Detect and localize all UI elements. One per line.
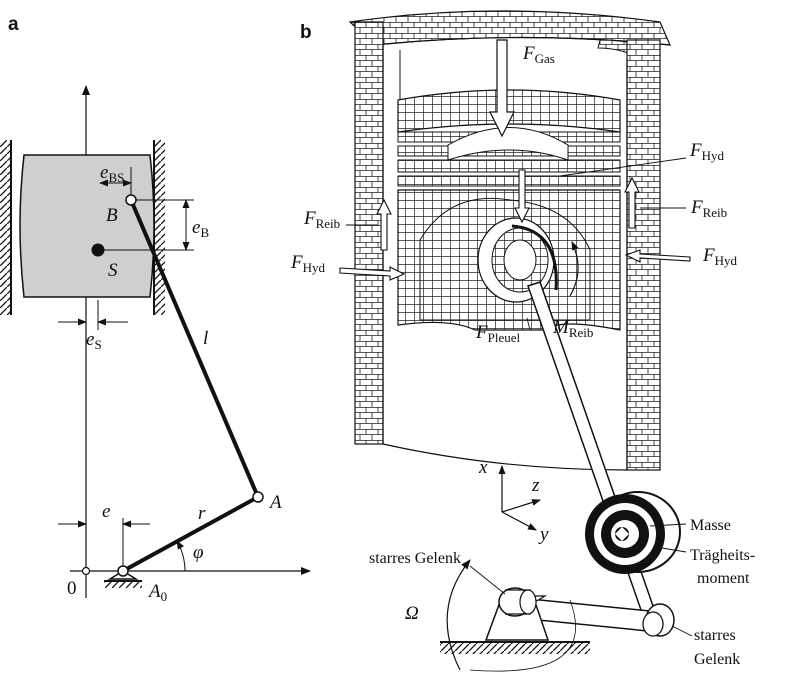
force-arrows	[339, 39, 691, 297]
panel-b: b	[290, 10, 755, 672]
label-traegheit-2: moment	[697, 570, 750, 587]
label-f-reib-left: FReib	[303, 208, 340, 231]
label-r: r	[198, 503, 206, 524]
panel-b-letter: b	[300, 22, 312, 43]
label-e-s: eS	[86, 329, 102, 352]
arrow-f-hyd-top	[514, 169, 530, 224]
label-zero: 0	[67, 578, 77, 599]
arrow-f-reib-right	[624, 176, 640, 229]
rigid-joint-left	[440, 587, 590, 654]
label-f-gas: FGas	[522, 43, 555, 66]
label-starres-gelenk-top: starres Gelenk	[369, 550, 461, 567]
rigid-joint-right	[642, 603, 675, 637]
label-e-b: eB	[192, 217, 209, 240]
panel-a: a eBS eB B S l r A	[0, 14, 311, 604]
fixed-bearing-a0	[104, 565, 142, 588]
leader-lines-2	[469, 523, 693, 637]
label-b: B	[106, 205, 118, 226]
label-f-reib-right: FReib	[690, 197, 727, 220]
angle-phi-arc	[176, 540, 186, 572]
label-starres-gelenk-r2: Gelenk	[694, 651, 740, 668]
label-l: l	[203, 328, 208, 349]
label-e-bs: eBS	[100, 162, 124, 185]
label-f-hyd-left: FHyd	[290, 252, 325, 275]
label-masse: Masse	[690, 517, 731, 534]
label-m-reib: MReib	[552, 317, 593, 340]
flywheel-mass	[585, 491, 681, 574]
panel-a-letter: a	[8, 14, 19, 35]
label-y: y	[538, 524, 549, 545]
label-z: z	[531, 475, 540, 496]
joint-a	[252, 491, 264, 503]
label-starres-gelenk-r1: starres	[694, 627, 736, 644]
arrow-f-gas	[489, 39, 515, 138]
arrow-f-hyd-right	[624, 249, 691, 263]
omega-arc	[446, 559, 471, 671]
label-traegheit-1: Trägheits-	[690, 547, 755, 564]
label-s: S	[108, 260, 118, 281]
label-phi: φ	[193, 542, 204, 563]
label-f-hyd-right: FHyd	[702, 245, 737, 268]
omega-circle	[469, 599, 576, 672]
piston-cutaway	[397, 89, 621, 331]
label-omega: Ω	[405, 603, 419, 624]
label-f-hyd-top: FHyd	[689, 140, 724, 163]
label-e: e	[102, 501, 110, 522]
arrow-f-hyd-left	[339, 266, 406, 281]
center-of-mass-s	[91, 243, 105, 257]
arrow-m-reib	[569, 241, 579, 297]
label-f-pleuel: FPleuel	[475, 322, 520, 345]
connecting-rod	[129, 199, 260, 498]
joint-b	[125, 194, 137, 206]
label-a0: A0	[147, 581, 167, 604]
crank	[122, 495, 259, 573]
origin-point	[81, 566, 91, 576]
label-x: x	[478, 457, 488, 478]
arrow-f-reib-left	[376, 198, 392, 251]
leader-lines	[346, 157, 687, 331]
coordinate-system	[498, 465, 541, 531]
label-a: A	[268, 492, 282, 513]
piston-body	[19, 154, 155, 298]
